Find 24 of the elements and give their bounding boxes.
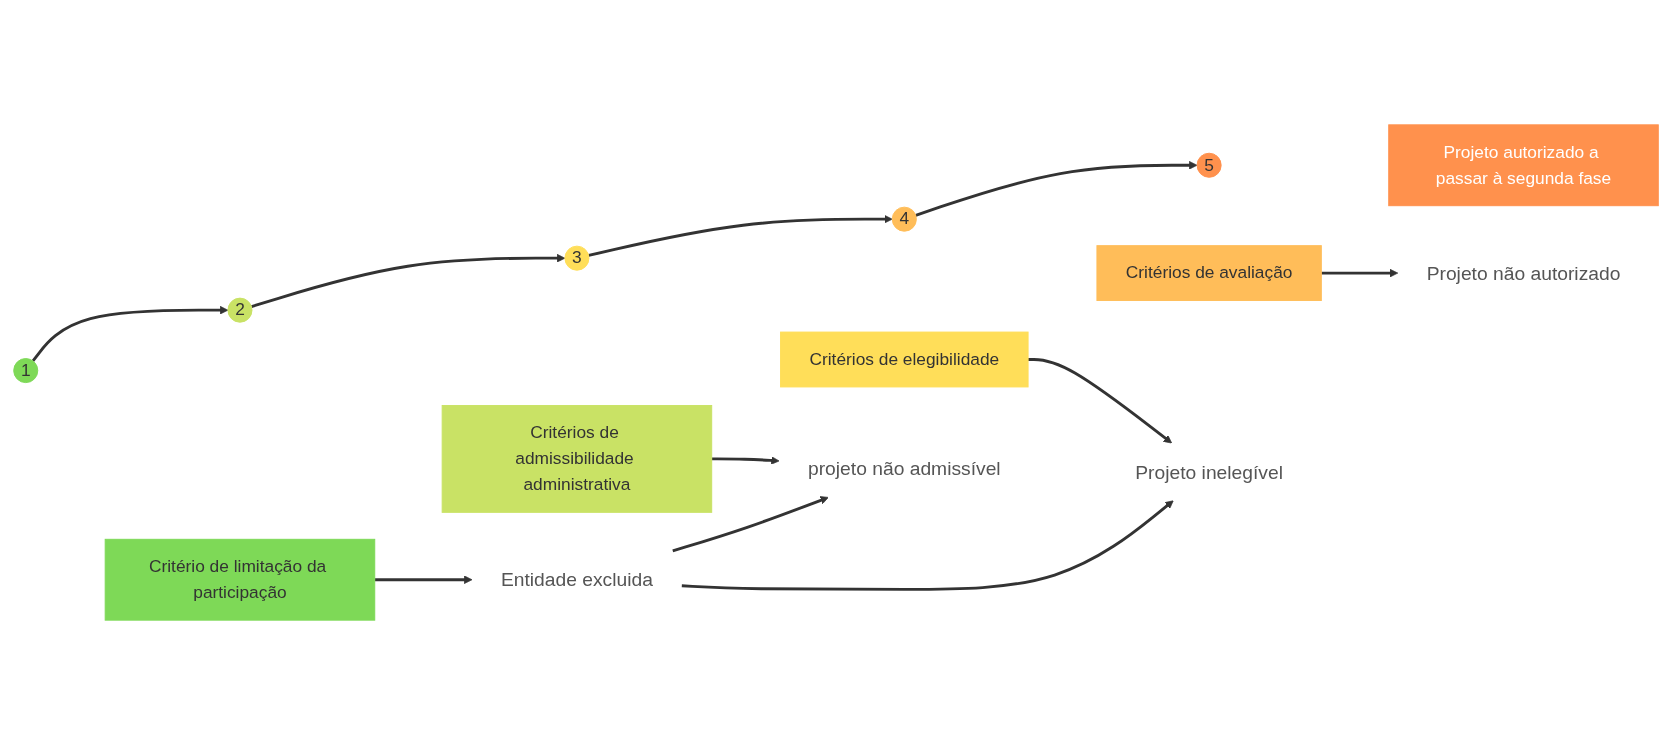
node-circle: 5 xyxy=(1196,152,1222,178)
arrow xyxy=(251,253,566,308)
arrow xyxy=(681,500,1174,591)
node-circle: 2 xyxy=(227,297,253,323)
node-text: Projeto não autorizado xyxy=(1426,262,1621,284)
arrow xyxy=(1321,268,1399,278)
arrow xyxy=(915,161,1198,217)
node-box: Critérios de elegibilidade xyxy=(780,331,1029,388)
node-box: Projeto autorizado a passar à segunda fase xyxy=(1388,124,1659,207)
node-box: Critérios de admissibilidade administrativa xyxy=(441,405,713,513)
node-text: Entidade excluida xyxy=(500,569,653,591)
arrow xyxy=(31,305,229,362)
node-text: Projeto inelegível xyxy=(1135,461,1283,483)
node-text: projeto não admissível xyxy=(807,457,1001,480)
arrow xyxy=(711,456,780,465)
arrow xyxy=(672,496,829,553)
node-box: Critério de limitação da participação xyxy=(104,538,376,621)
node-circle: 4 xyxy=(891,206,917,232)
node-circle: 3 xyxy=(564,245,590,271)
arrow xyxy=(1028,358,1172,444)
node-circle: 1 xyxy=(13,358,39,384)
arrow xyxy=(374,575,473,584)
arrow xyxy=(588,214,893,257)
node-box: Critérios de avaliação xyxy=(1096,245,1322,301)
